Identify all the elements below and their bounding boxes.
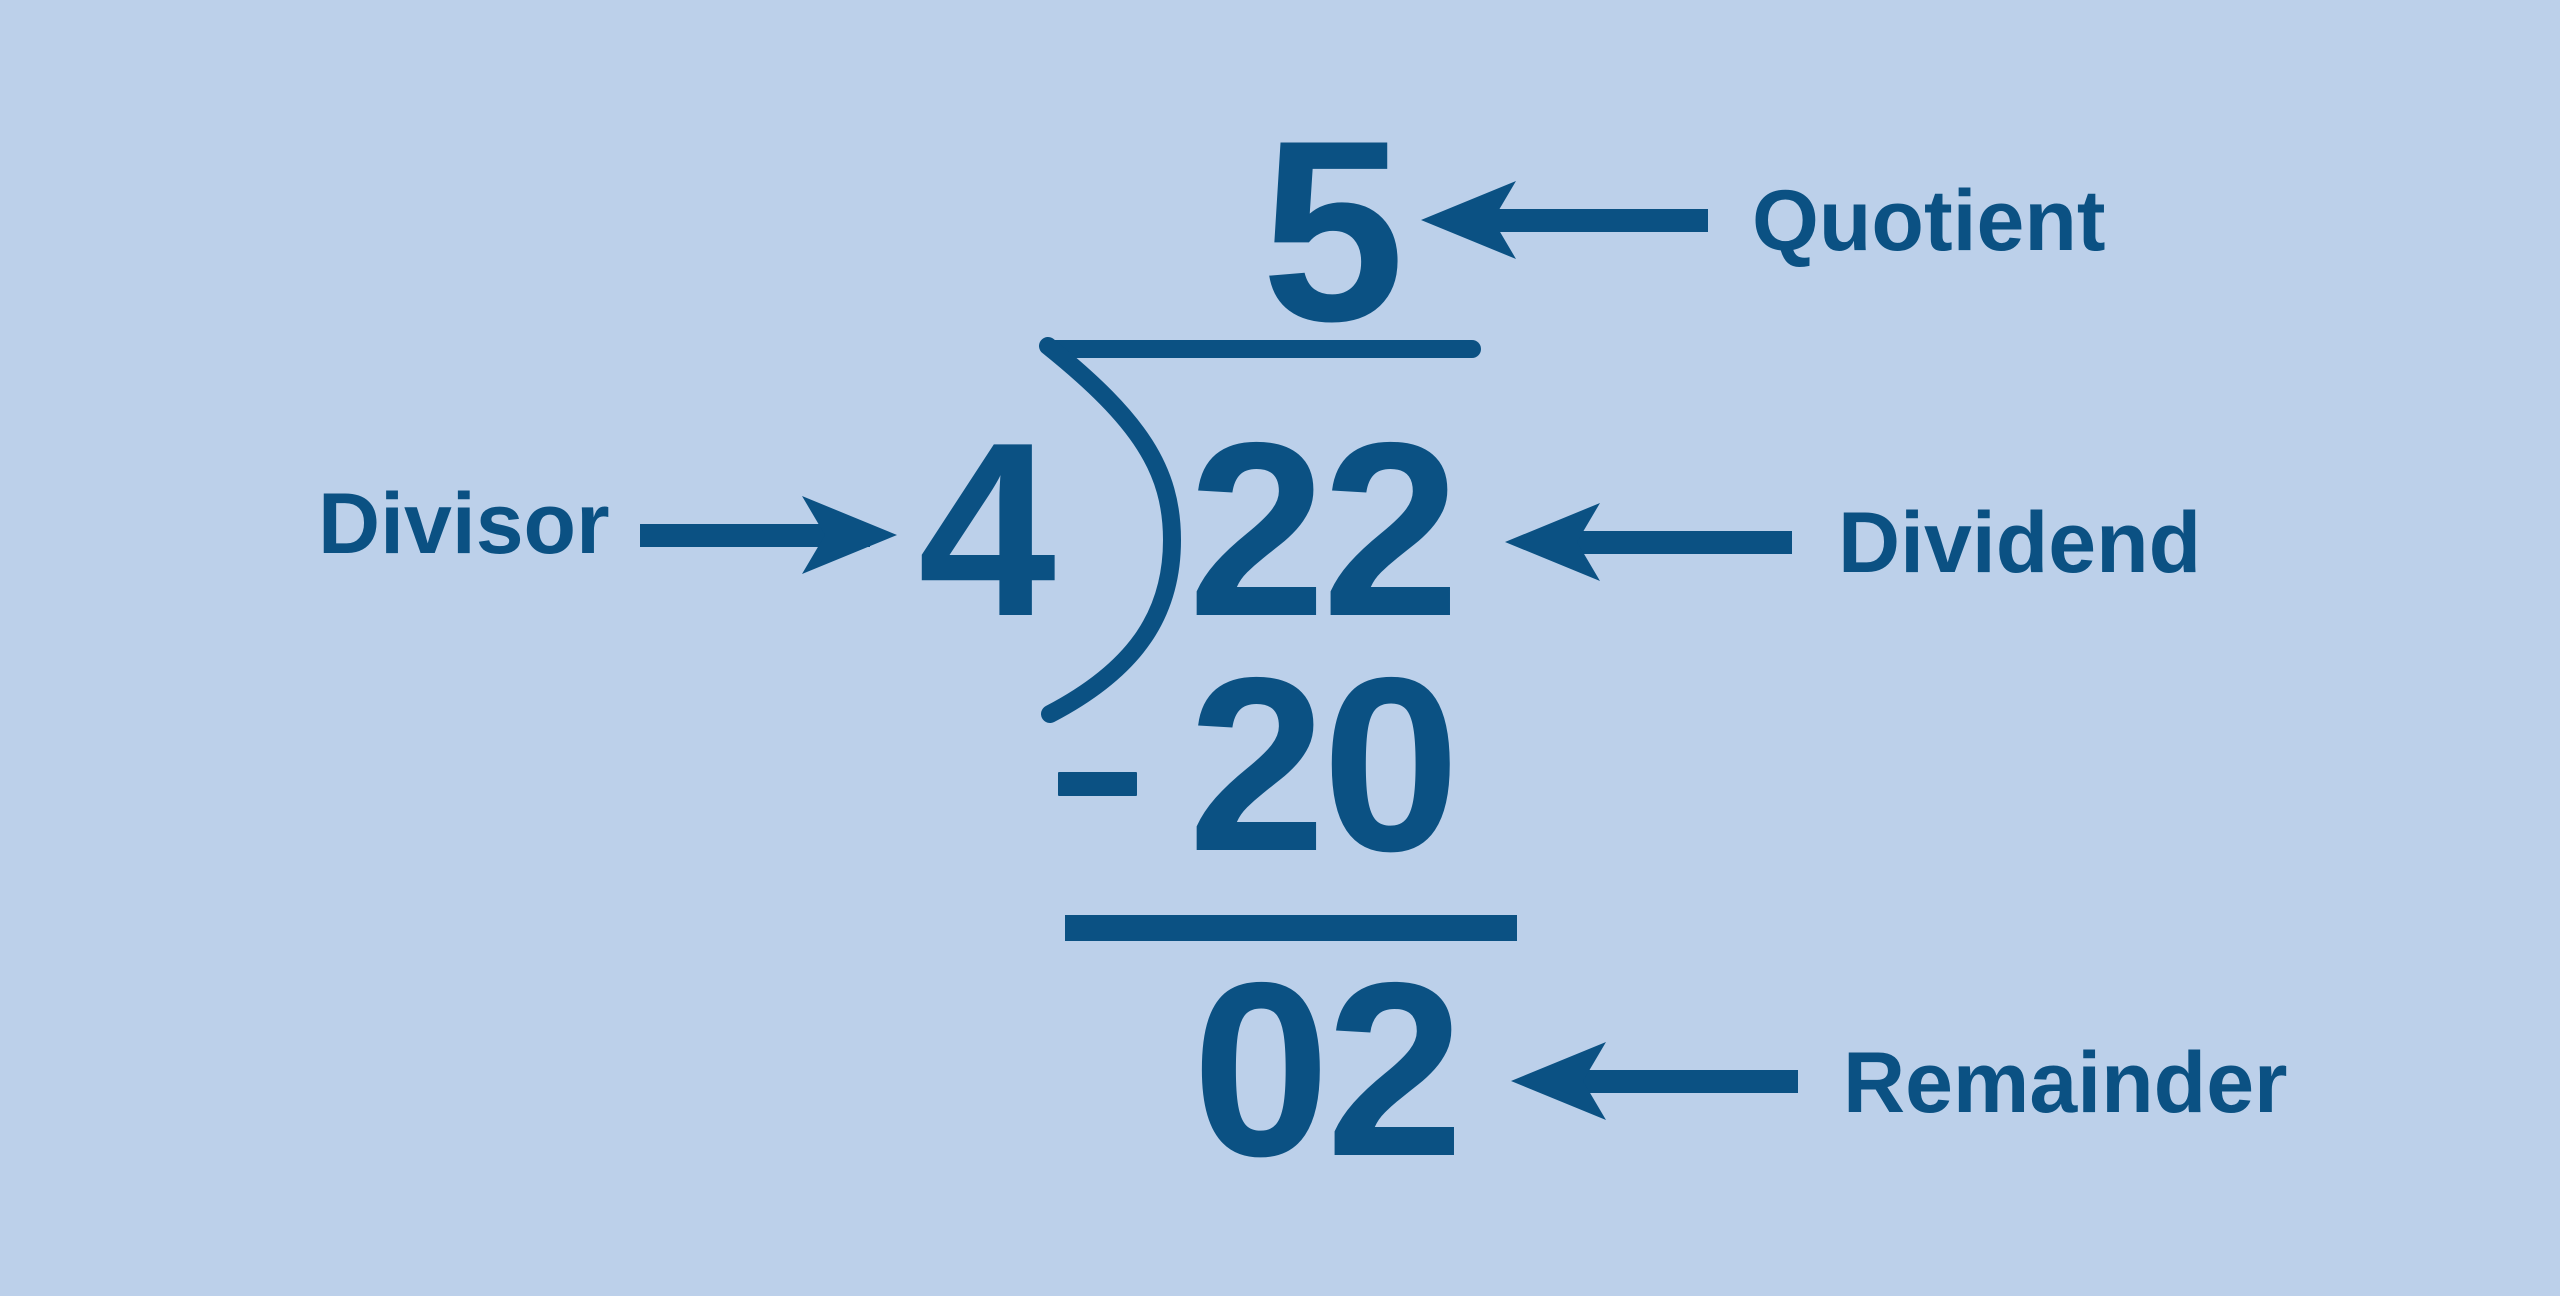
quotient-digit: 5 [1261, 86, 1399, 375]
remainder-label: Remainder [1843, 1035, 2288, 1131]
remainder-arrow-left-icon [1511, 1042, 1798, 1120]
remainder-digits: 02 [1192, 930, 1460, 1208]
dividend-arrow-left-icon [1505, 503, 1792, 581]
product-digits: 20 [1188, 625, 1456, 903]
quotient-label: Quotient [1752, 173, 2106, 269]
divisor-digit: 4 [918, 390, 1055, 668]
quotient-arrow-left-icon [1421, 181, 1708, 259]
divisor-label: Divisor [318, 476, 610, 572]
minus-sign [1058, 772, 1137, 796]
division-bracket-arc [1039, 337, 1181, 723]
dividend-label: Dividend [1838, 495, 2201, 591]
dividend-digits: 22 [1188, 390, 1456, 668]
subtraction-rule-line [1065, 915, 1517, 941]
divisor-arrow-right-icon [640, 496, 897, 574]
